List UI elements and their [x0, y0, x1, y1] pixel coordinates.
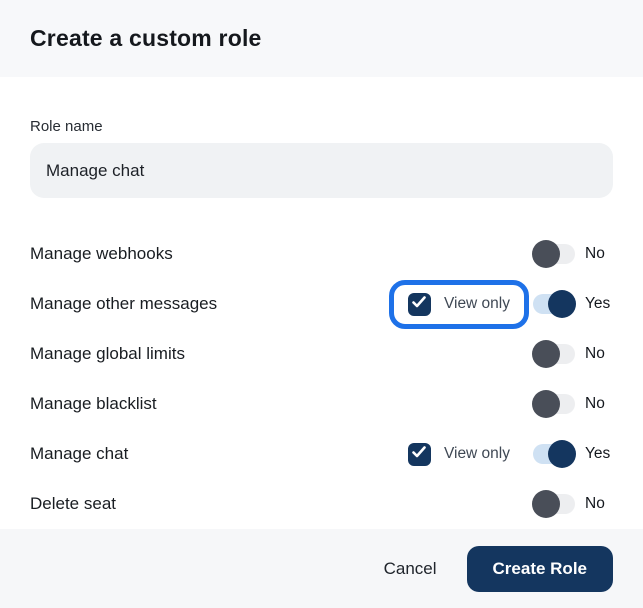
permission-controls: No — [532, 390, 613, 418]
permission-toggle-manage-blacklist[interactable] — [532, 390, 576, 418]
permission-toggle-manage-global-limits[interactable] — [532, 340, 576, 368]
modal-body: Role name Manage webhooks No Manage othe… — [0, 77, 643, 529]
permissions-list: Manage webhooks No Manage other messages — [30, 229, 613, 529]
permission-controls: No — [532, 240, 613, 268]
check-icon — [412, 445, 426, 463]
toggle-knob — [532, 340, 560, 368]
view-only-label: View only — [444, 445, 510, 463]
permission-label: Manage global limits — [30, 344, 185, 364]
permission-row-manage-chat: Manage chat View only Yes — [30, 429, 613, 479]
view-only-group-highlighted: View only — [389, 280, 529, 329]
permission-row-delete-seat: Delete seat No — [30, 479, 613, 529]
check-icon — [412, 295, 426, 313]
modal-header: Create a custom role — [0, 0, 643, 77]
permission-label: Manage other messages — [30, 294, 217, 314]
permission-row-manage-webhooks: Manage webhooks No — [30, 229, 613, 279]
view-only-group: View only — [389, 430, 529, 479]
role-name-label: Role name — [30, 118, 613, 135]
toggle-state-label: No — [585, 245, 613, 263]
toggle-knob — [532, 390, 560, 418]
toggle-knob — [532, 490, 560, 518]
view-only-checkbox[interactable] — [408, 293, 431, 316]
view-only-checkbox[interactable] — [408, 443, 431, 466]
permission-label: Manage blacklist — [30, 394, 157, 414]
permission-controls: View only Yes — [389, 280, 613, 329]
permission-toggle-manage-other-messages[interactable] — [532, 290, 576, 318]
permission-label: Manage webhooks — [30, 244, 173, 264]
toggle-state-label: No — [585, 395, 613, 413]
permission-toggle-manage-webhooks[interactable] — [532, 240, 576, 268]
permission-row-manage-other-messages: Manage other messages View only — [30, 279, 613, 329]
permission-row-manage-global-limits: Manage global limits No — [30, 329, 613, 379]
toggle-state-label: Yes — [585, 445, 613, 463]
view-only-label: View only — [444, 295, 510, 313]
modal-footer: Cancel Create Role — [0, 529, 643, 608]
cancel-button[interactable]: Cancel — [382, 551, 439, 587]
toggle-knob — [532, 240, 560, 268]
toggle-state-label: Yes — [585, 295, 613, 313]
role-name-input[interactable] — [30, 143, 613, 198]
permission-label: Delete seat — [30, 494, 116, 514]
toggle-state-label: No — [585, 495, 613, 513]
create-role-button[interactable]: Create Role — [467, 546, 613, 592]
modal-title: Create a custom role — [30, 25, 262, 52]
permission-controls: No — [532, 340, 613, 368]
permission-label: Manage chat — [30, 444, 128, 464]
permission-toggle-manage-chat[interactable] — [532, 440, 576, 468]
toggle-state-label: No — [585, 345, 613, 363]
permission-toggle-delete-seat[interactable] — [532, 490, 576, 518]
toggle-knob — [548, 290, 576, 318]
permission-controls: View only Yes — [389, 430, 613, 479]
permission-row-manage-blacklist: Manage blacklist No — [30, 379, 613, 429]
permission-controls: No — [532, 490, 613, 518]
toggle-knob — [548, 440, 576, 468]
